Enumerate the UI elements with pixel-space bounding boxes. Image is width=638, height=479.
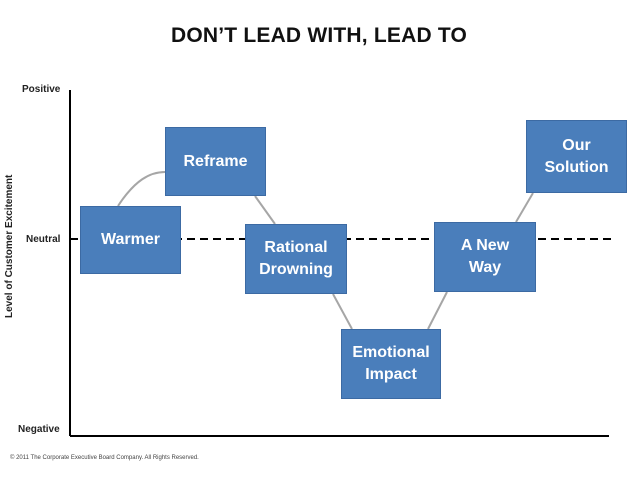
step-our-solution: Our Solution bbox=[526, 120, 627, 193]
connector-emotional-newway bbox=[427, 291, 448, 330]
step-a-new-way: A New Way bbox=[434, 222, 536, 292]
step-reframe: Reframe bbox=[165, 127, 266, 196]
copyright-footer: © 2011 The Corporate Executive Board Com… bbox=[10, 455, 199, 461]
step-rational-drowning: Rational Drowning bbox=[245, 224, 347, 294]
connector-warmer-reframe bbox=[117, 171, 166, 207]
page-title: DON’T LEAD WITH, LEAD TO bbox=[170, 24, 468, 47]
y-axis-label: Level of Customer Excitement bbox=[4, 174, 15, 318]
connector-rational-emotional bbox=[332, 293, 353, 330]
step-warmer: Warmer bbox=[80, 206, 181, 274]
negative-label: Negative bbox=[18, 424, 60, 435]
step-emotional-impact: Emotional Impact bbox=[341, 329, 441, 399]
positive-label: Positive bbox=[22, 84, 61, 95]
connector-newway-solution bbox=[515, 192, 534, 223]
neutral-label: Neutral bbox=[26, 234, 61, 245]
connector-reframe-rational bbox=[254, 195, 276, 225]
